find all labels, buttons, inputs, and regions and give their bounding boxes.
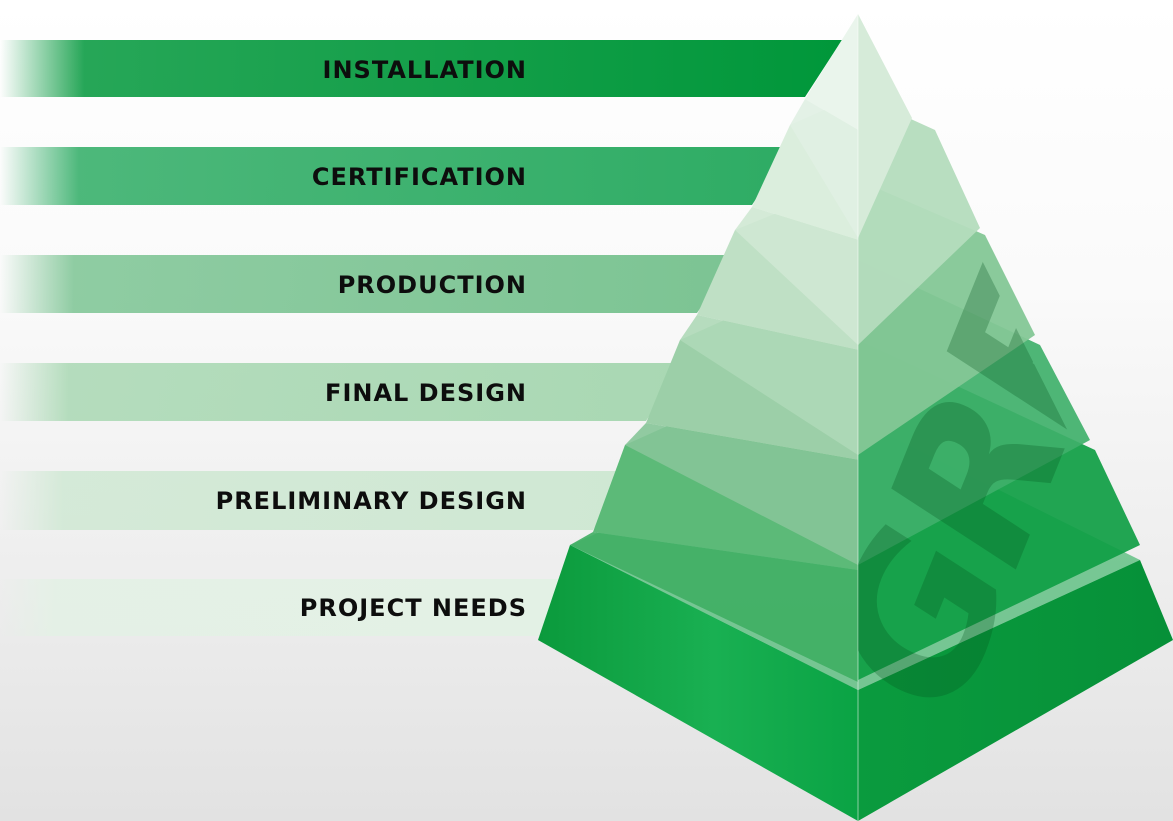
band-certification (0, 147, 790, 205)
label-project-needs: PROJECT NEEDS (300, 594, 527, 622)
label-final-design: FINAL DESIGN (325, 379, 527, 407)
pyramid-level-6-front (790, 99, 858, 238)
pyramid-level-5-front (735, 207, 858, 345)
pyramid-level-2-front (570, 532, 858, 682)
band-installation (0, 40, 842, 97)
label-preliminary-design: PRELIMINARY DESIGN (216, 487, 527, 515)
band-project-needs (0, 579, 578, 636)
pyramid-level-1-right (858, 560, 1173, 821)
band-preliminary-design (0, 471, 632, 530)
band-production (0, 255, 737, 313)
pyramid-level-6-right (858, 14, 912, 238)
pyramid-level-4-front (680, 315, 858, 455)
level-labels: INSTALLATION CERTIFICATION PRODUCTION FI… (216, 56, 527, 622)
pyramid-level-3-front (625, 423, 858, 565)
bands (0, 40, 842, 636)
label-production: PRODUCTION (338, 271, 527, 299)
pyramid-level-1-left (538, 545, 858, 821)
label-installation: INSTALLATION (323, 56, 527, 84)
pyramid-level-6-left (805, 14, 858, 130)
pyramid: GRES (538, 14, 1173, 821)
label-certification: CERTIFICATION (312, 163, 527, 191)
band-final-design (0, 363, 683, 421)
